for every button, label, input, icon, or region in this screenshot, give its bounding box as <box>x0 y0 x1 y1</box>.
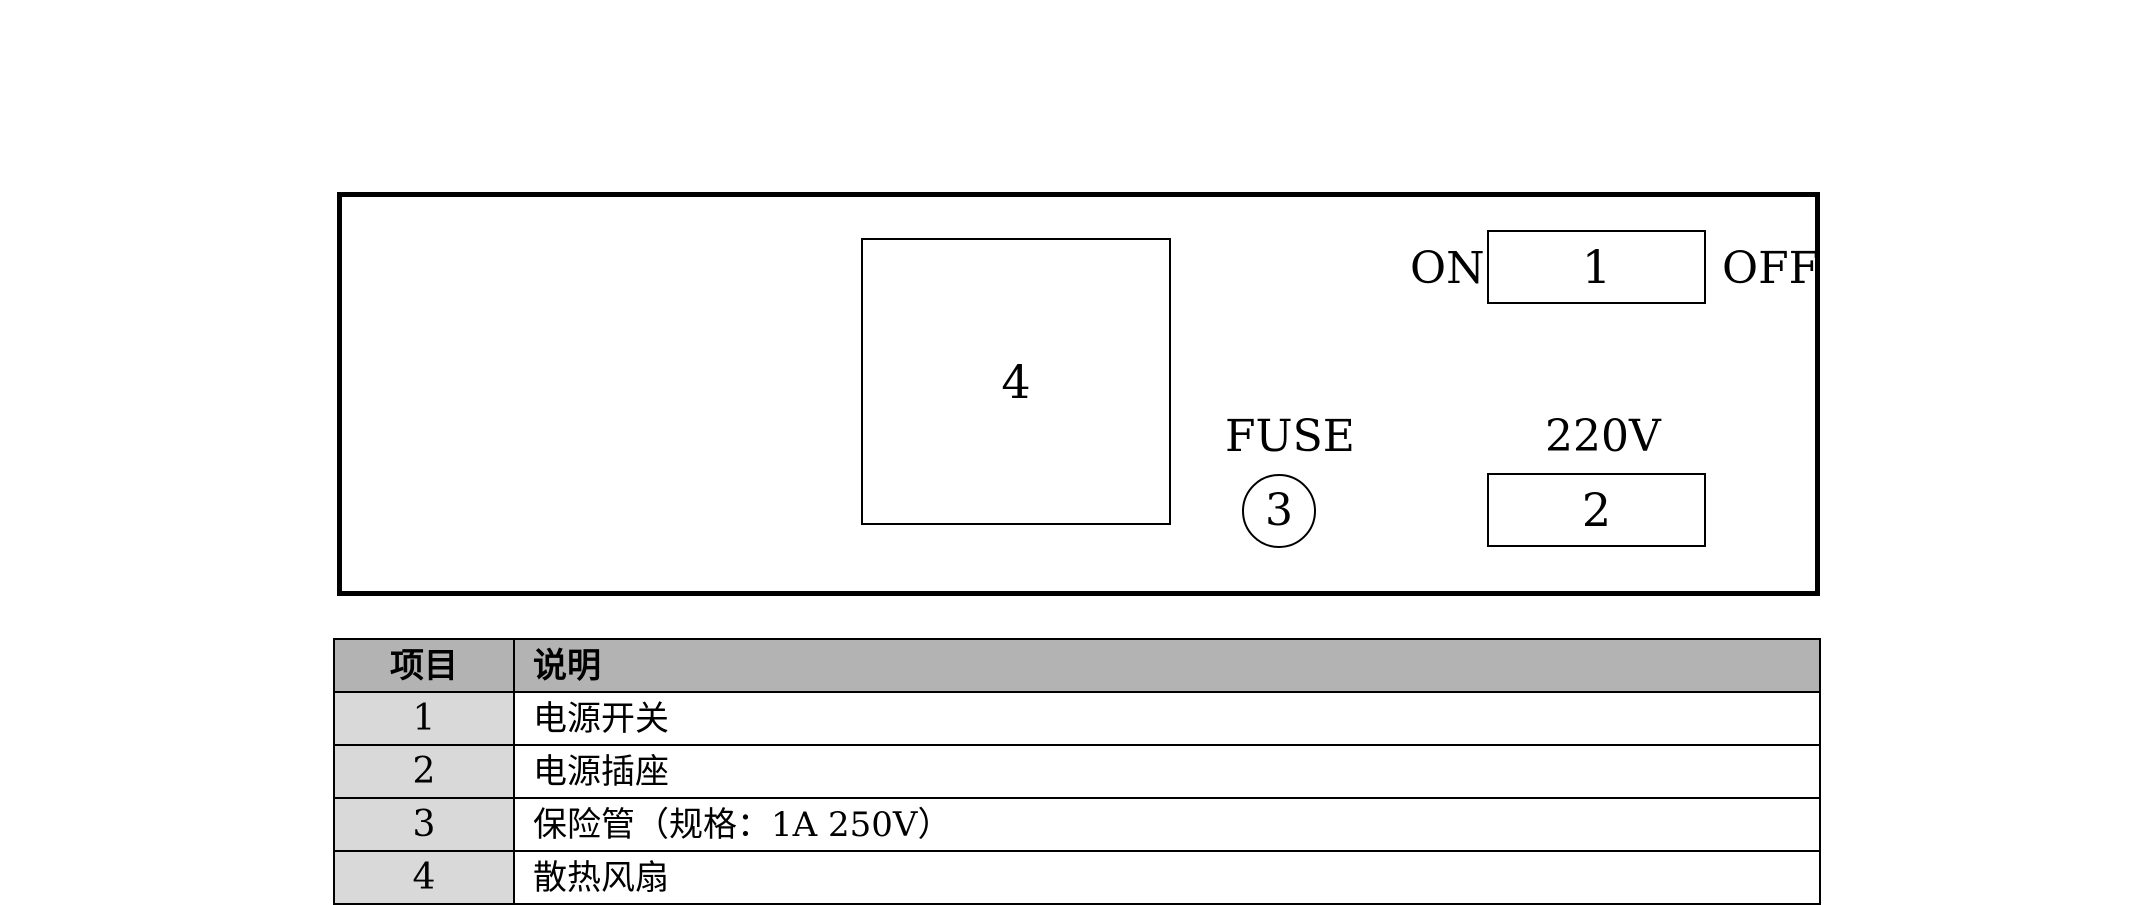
legend-table: 项目 说明 1 电源开关 2 电源插座 3 保险管（规格：1A 250V） 4 … <box>333 638 1821 905</box>
row-description: 散热风扇 <box>513 850 1821 905</box>
table-row: 2 电源插座 <box>333 744 1821 799</box>
fuse-number: 3 <box>1265 485 1293 536</box>
row-item: 3 <box>333 797 515 852</box>
row-item: 2 <box>333 744 515 799</box>
table-row: 1 电源开关 <box>333 691 1821 746</box>
row-item: 1 <box>333 691 515 746</box>
on-label: ON <box>1410 243 1485 294</box>
header-description: 说明 <box>513 638 1821 693</box>
off-label: OFF <box>1722 243 1820 294</box>
table-row: 4 散热风扇 <box>333 850 1821 905</box>
row-item: 4 <box>333 850 515 905</box>
table-header-row: 项目 说明 <box>333 638 1821 693</box>
power-socket-box: 2 <box>1487 473 1706 547</box>
header-item: 项目 <box>333 638 515 693</box>
fan-label: 4 <box>1001 354 1031 409</box>
row-description: 电源插座 <box>513 744 1821 799</box>
table-row: 3 保险管（规格：1A 250V） <box>333 797 1821 852</box>
fuse-circle: 3 <box>1242 474 1316 548</box>
fan-box: 4 <box>861 238 1171 525</box>
fuse-label: FUSE <box>1225 411 1355 462</box>
rear-panel-diagram: 4 ON 1 OFF FUSE 3 220V 2 <box>337 192 1820 596</box>
power-socket-label: 2 <box>1581 483 1612 537</box>
voltage-label: 220V <box>1545 411 1661 462</box>
row-description: 保险管（规格：1A 250V） <box>513 797 1821 852</box>
power-switch-label: 1 <box>1581 240 1612 294</box>
row-description: 电源开关 <box>513 691 1821 746</box>
power-switch-box: 1 <box>1487 230 1706 304</box>
